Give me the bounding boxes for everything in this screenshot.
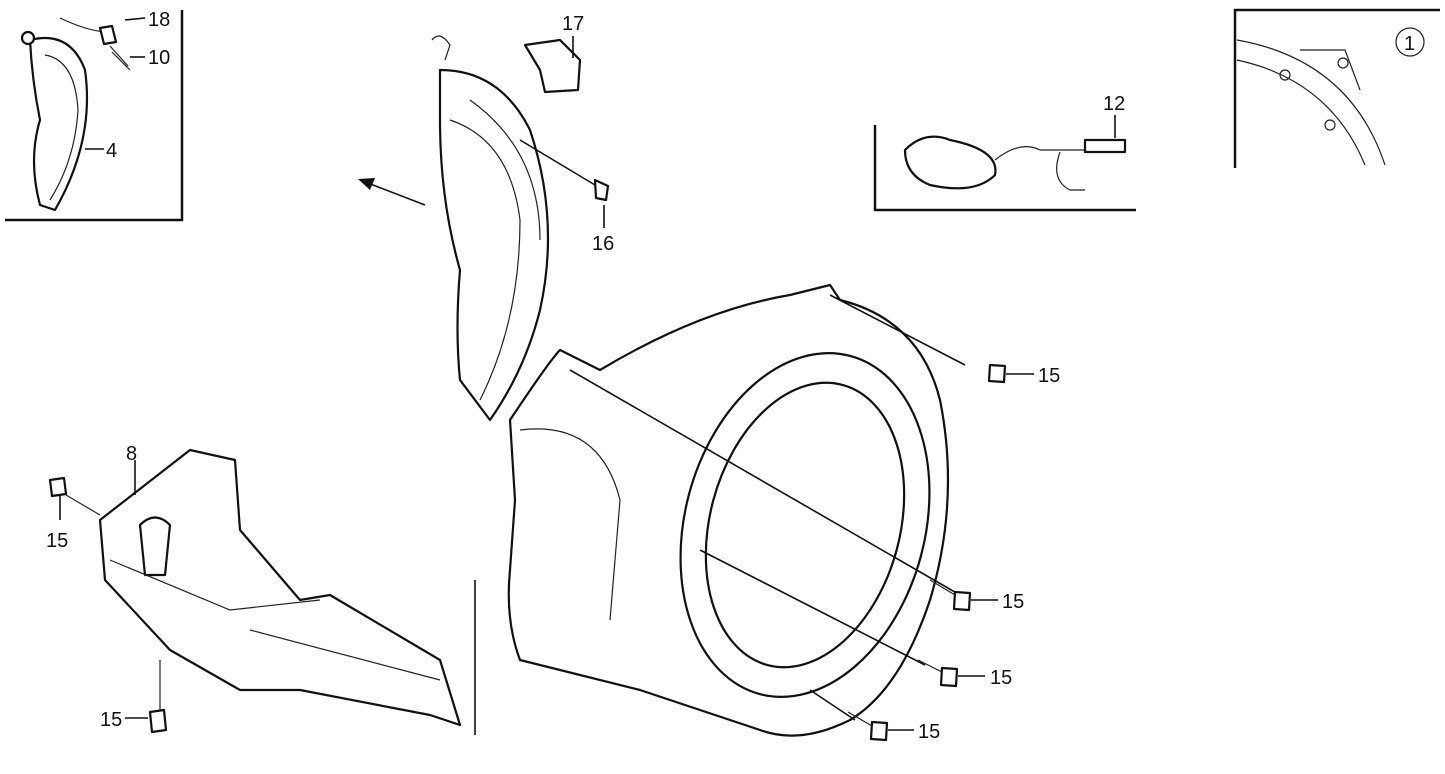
callout-10: 10 — [148, 47, 170, 69]
fan-housing-part — [474, 283, 966, 737]
callout-15-guard-bottom: 15 — [100, 709, 122, 731]
side-guard-part: 8 — [98, 443, 462, 727]
callout-15-housing-right: 15 — [1002, 591, 1024, 613]
callout-15-housing-bottom: 15 — [918, 721, 940, 743]
callout-12: 12 — [1103, 93, 1125, 115]
callout-15-guard-top: 15 — [46, 530, 68, 552]
callout-16: 16 — [592, 233, 614, 255]
callout-8: 8 — [126, 443, 137, 465]
callout-15-housing-top: 15 — [1038, 365, 1060, 387]
circled-number — [1395, 27, 1425, 57]
inset-wire-harness: 12 — [873, 93, 1136, 212]
upper-shroud-part: 16 17 — [358, 13, 614, 422]
callout-18: 18 — [148, 9, 170, 31]
callout-1: 1 — [1404, 33, 1415, 55]
callout-4: 4 — [106, 140, 117, 162]
inset-detail-cover: 18 10 4 — [5, 9, 184, 222]
inset-flange-detail: 1 — [1233, 8, 1440, 168]
callout-15-housing-lower: 15 — [990, 667, 1012, 689]
callout-17: 17 — [562, 13, 584, 35]
bolt-callouts: 15 15 15 15 15 15 — [46, 363, 1060, 743]
